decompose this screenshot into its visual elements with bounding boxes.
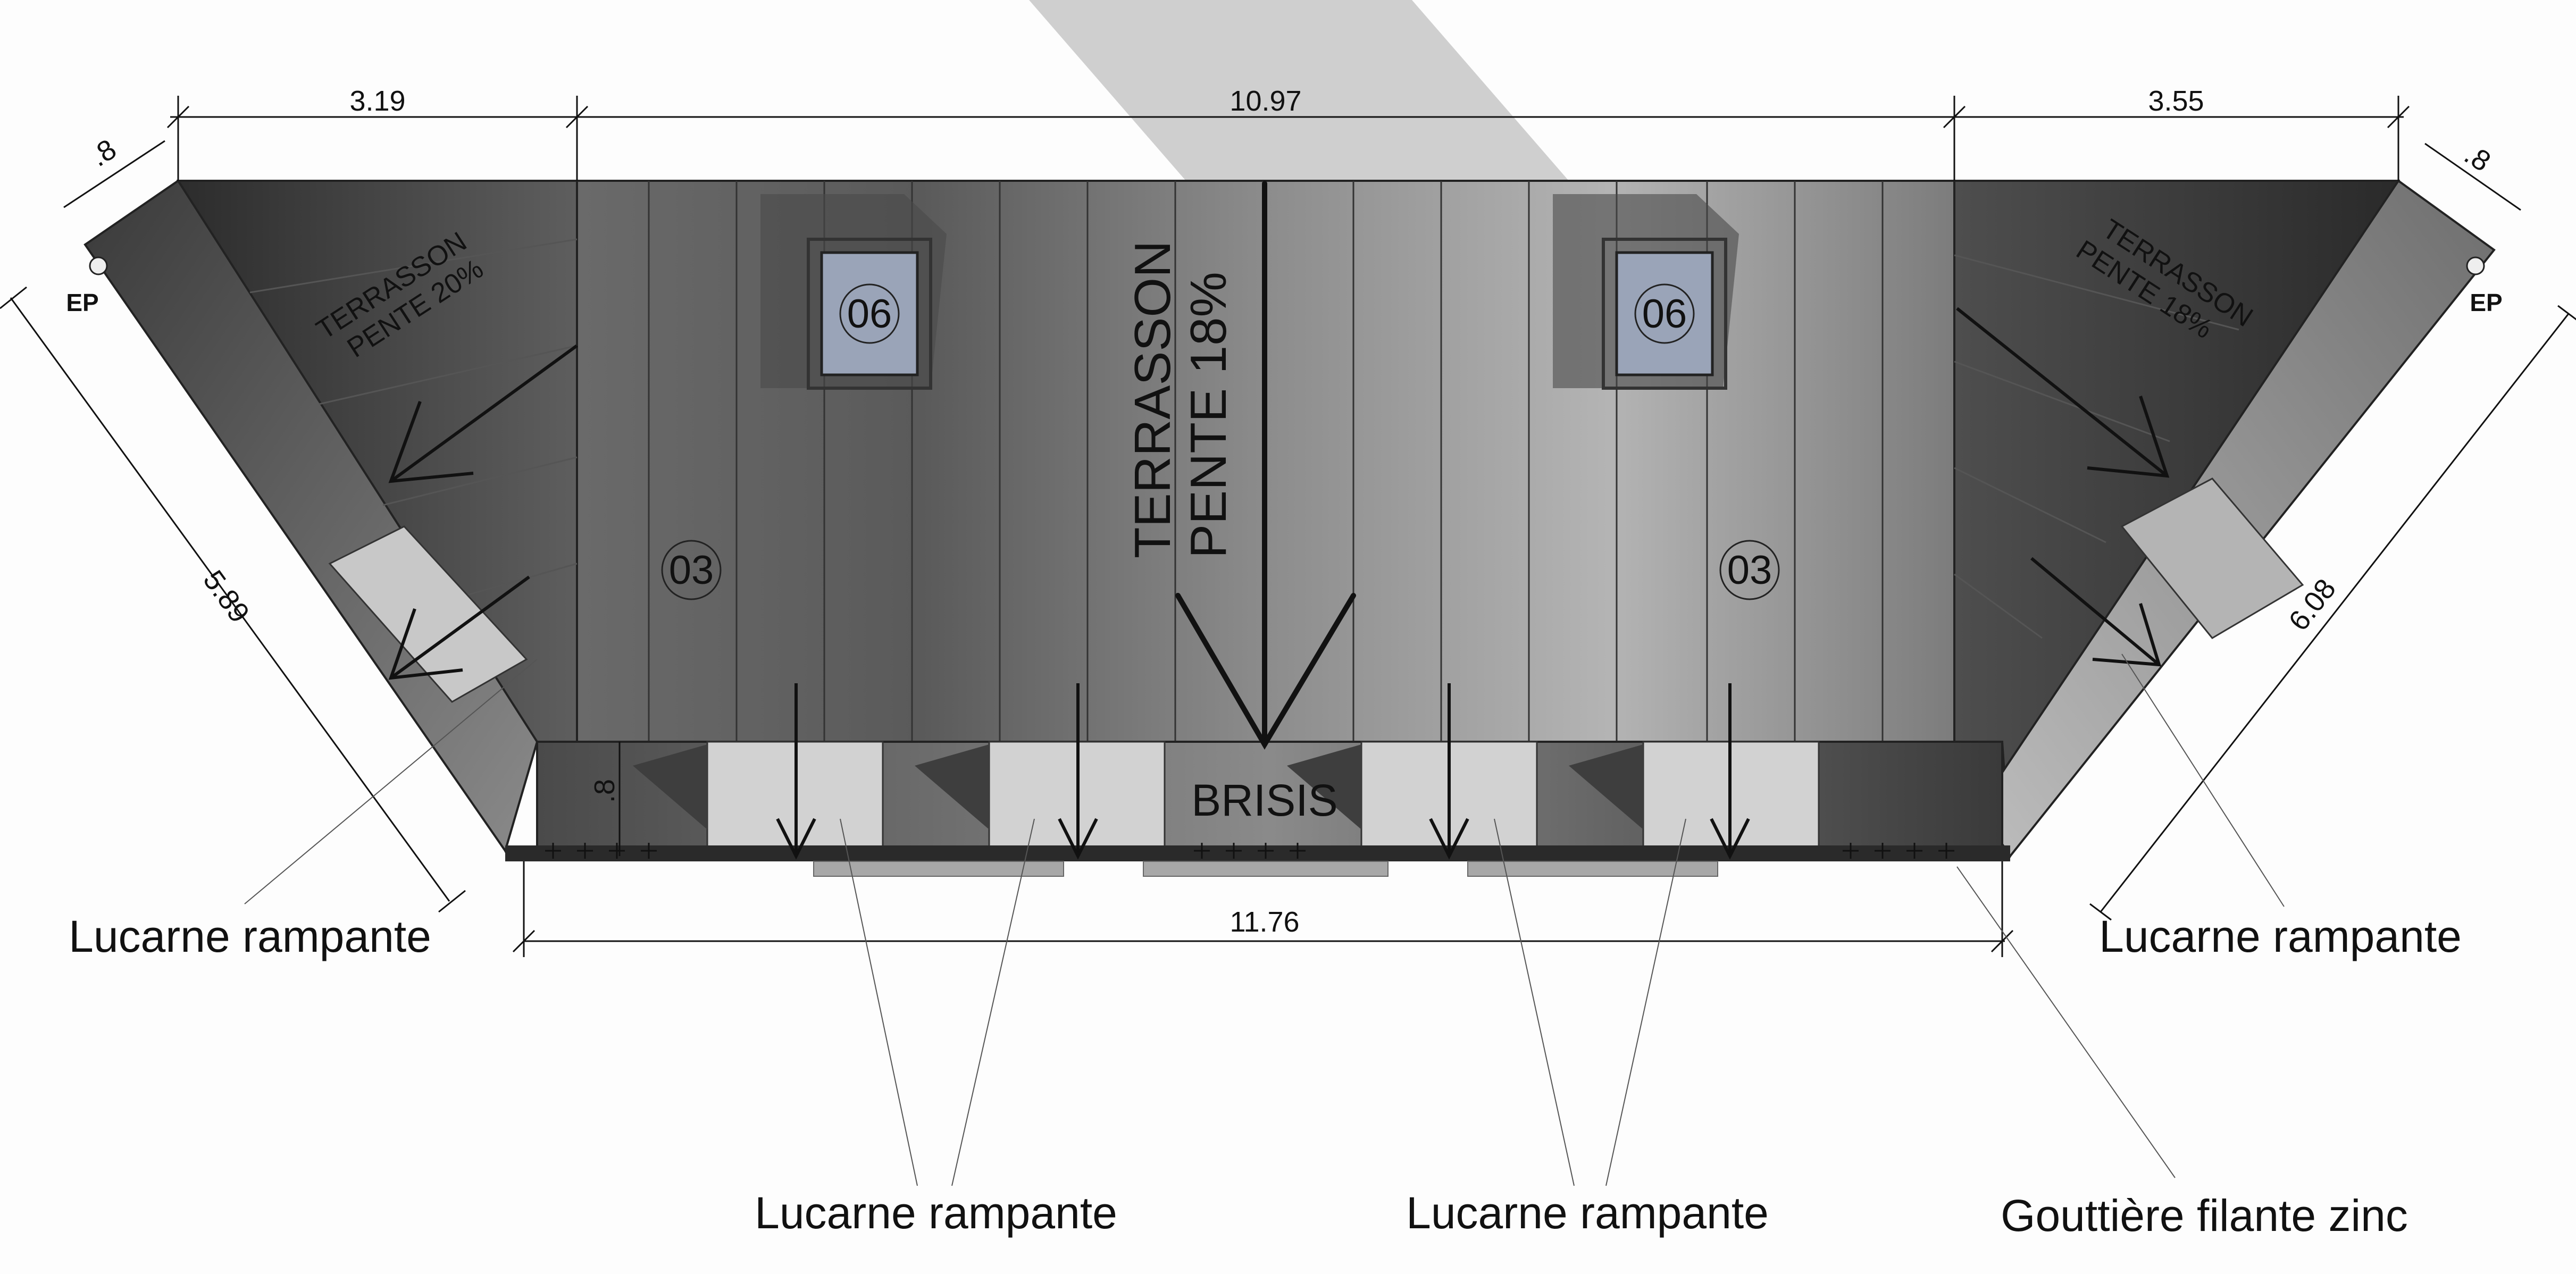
dim-brisis-height: .8 xyxy=(589,779,621,803)
roof-window-left: 06 xyxy=(760,194,947,390)
gutter-tick-marks xyxy=(545,843,1954,859)
light-shadow-band xyxy=(1029,0,1569,181)
downpipe-left: EP xyxy=(66,256,108,316)
callout-gouttiere: Gouttière filante zinc xyxy=(2001,1191,2408,1241)
dim-left-slope: 5.89 xyxy=(197,565,255,628)
dim-bottom: 11.76 xyxy=(1230,906,1299,938)
right-slope-arrows xyxy=(1956,307,2170,667)
callout-lucarne-left: Lucarne rampante xyxy=(69,911,431,961)
dim-corner-left: .8 xyxy=(85,133,122,173)
callout-lucarne-bottom-left: Lucarne rampante xyxy=(755,1188,1117,1238)
window-tag: 06 xyxy=(1642,291,1687,337)
window-tag: 06 xyxy=(847,291,892,337)
zone-tag-left: 03 xyxy=(661,540,722,600)
svg-text:03: 03 xyxy=(669,548,714,593)
center-slope-label: TERRASSON PENTE 18% xyxy=(1124,241,1237,558)
dim-corner-right: .8 xyxy=(2458,138,2496,178)
callout-lucarne-bottom-right: Lucarne rampante xyxy=(1406,1188,1769,1238)
gutter-strip xyxy=(505,845,2010,861)
dim-top-left: 3.19 xyxy=(349,85,405,117)
svg-text:03: 03 xyxy=(1727,548,1772,593)
svg-text:TERRASSON: TERRASSON xyxy=(1124,241,1181,558)
left-dormer xyxy=(328,525,528,703)
gutter-shadow-strips xyxy=(813,861,1718,877)
right-dormer xyxy=(2120,477,2304,639)
left-slope-arrows xyxy=(388,344,578,680)
right-panel-seams xyxy=(1954,254,2239,639)
dimension-lines xyxy=(0,96,2576,957)
callout-lucarne-right: Lucarne rampante xyxy=(2099,911,2462,961)
svg-text:PENTE 18%: PENTE 18% xyxy=(1180,272,1237,558)
left-panel-seams xyxy=(249,238,578,602)
svg-text:EP: EP xyxy=(2470,289,2502,316)
brisis-label: BRISIS xyxy=(1191,775,1337,825)
dim-top-center: 10.97 xyxy=(1230,85,1301,117)
dim-top-right: 3.55 xyxy=(2148,85,2204,117)
brisis-slope-arrows xyxy=(776,683,1750,860)
brisis-dormer-shadows xyxy=(633,744,1643,829)
callout-leaders xyxy=(244,653,2285,1186)
zone-tag-right: 03 xyxy=(1719,540,1780,600)
center-slope-arrow-icon xyxy=(1175,181,1356,750)
svg-text:EP: EP xyxy=(66,289,98,316)
roof-window-right: 06 xyxy=(1553,194,1739,390)
downpipe-right: EP xyxy=(2466,256,2503,316)
